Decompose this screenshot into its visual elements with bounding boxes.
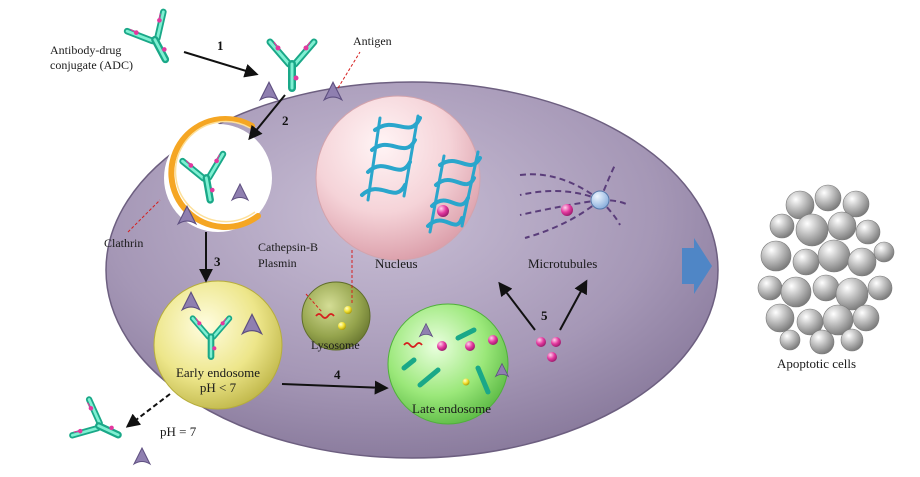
apoptotic-body: [792, 248, 820, 276]
early-endosome: [153, 280, 283, 410]
enzyme-dot: [462, 378, 470, 386]
apoptotic-body: [817, 239, 851, 273]
apoptotic-body: [814, 184, 842, 212]
payload-molecule: [547, 352, 557, 362]
step-number-2: 2: [282, 113, 289, 128]
apoptotic-body: [769, 213, 795, 239]
centrosome: [590, 190, 610, 210]
antigen-icon: [259, 81, 279, 101]
antigen-icon: [133, 447, 151, 465]
antibody-fragments: [401, 327, 491, 395]
step-number-5: 5: [541, 308, 548, 323]
label-ph7: pH = 7: [160, 424, 197, 439]
arrow-step-2: [248, 94, 286, 141]
enzyme-dot: [338, 322, 346, 330]
adc-recycled-icon: [72, 399, 126, 452]
clathrin-coated-pit: [164, 116, 272, 232]
label-lysosome: Lysosome: [311, 338, 360, 352]
leader-antigen: [337, 51, 361, 89]
apoptotic-body: [760, 240, 792, 272]
apoptotic-body: [827, 211, 857, 241]
payload-molecule: [465, 341, 475, 351]
label-adc-line1: Antibody-drug: [50, 43, 122, 57]
label-apoptotic-cells: Apoptotic cells: [777, 356, 857, 371]
apoptotic-body: [873, 241, 895, 263]
enzyme-dot: [344, 306, 352, 314]
enzyme-icon: [315, 313, 335, 319]
payload-molecule: [488, 335, 498, 345]
step-number-3: 3: [214, 254, 221, 269]
enzyme-icon: [403, 342, 423, 348]
arrow-step-5-right: [559, 279, 588, 331]
payload-molecule: [536, 337, 546, 347]
label-antigen: Antigen: [353, 34, 392, 48]
apoptotic-body: [809, 329, 835, 355]
arrow-step-4: [281, 380, 389, 395]
apoptotic-body: [780, 276, 812, 308]
dna-helix-icon: [426, 150, 482, 234]
arrow-recycle: [125, 393, 171, 428]
apoptotic-body: [812, 274, 840, 302]
leader-clathrin: [127, 199, 161, 233]
apoptotic-body: [835, 277, 869, 311]
label-microtubules: Microtubules: [528, 256, 598, 271]
payload-molecule: [437, 205, 449, 217]
label-cathepsin: Cathepsin-B: [258, 240, 318, 254]
apoptotic-body: [847, 247, 877, 277]
apoptotic-body: [852, 304, 880, 332]
adc-bound-icon: [270, 42, 314, 88]
late-endosome: [387, 303, 509, 425]
lysosome: [301, 281, 371, 351]
label-early-endosome-line1: Early endosome: [175, 365, 261, 380]
adc-icon: [127, 12, 183, 69]
dna-helix-icon: [360, 114, 422, 202]
arrow-step-5-left: [498, 281, 536, 331]
big-transition-arrow: [682, 238, 712, 294]
label-nucleus: Nucleus: [375, 256, 418, 271]
label-adc-line2: conjugate (ADC): [50, 58, 133, 72]
payload-molecule: [437, 341, 447, 351]
step-number-1: 1: [217, 38, 224, 53]
label-clathrin: Clathrin: [104, 236, 144, 250]
payload-molecule: [551, 337, 561, 347]
leader-enzyme: [305, 293, 323, 313]
step-number-4: 4: [334, 367, 341, 382]
label-late-endosome: Late endosome: [412, 401, 492, 416]
apoptotic-body: [779, 329, 801, 351]
apoptotic-body: [795, 213, 829, 247]
apoptotic-body: [842, 190, 870, 218]
apoptotic-body: [765, 303, 795, 333]
apoptotic-body: [855, 219, 881, 245]
apoptotic-cells-cluster: [757, 184, 895, 355]
label-early-endosome-line2: pH < 7: [199, 380, 237, 395]
apoptotic-body: [867, 275, 893, 301]
apoptotic-body: [757, 275, 783, 301]
apoptotic-body: [840, 328, 864, 352]
label-plasmin: Plasmin: [258, 256, 297, 270]
payload-molecule: [561, 204, 573, 216]
arrow-step-1: [183, 51, 259, 78]
nucleus: [315, 95, 481, 261]
